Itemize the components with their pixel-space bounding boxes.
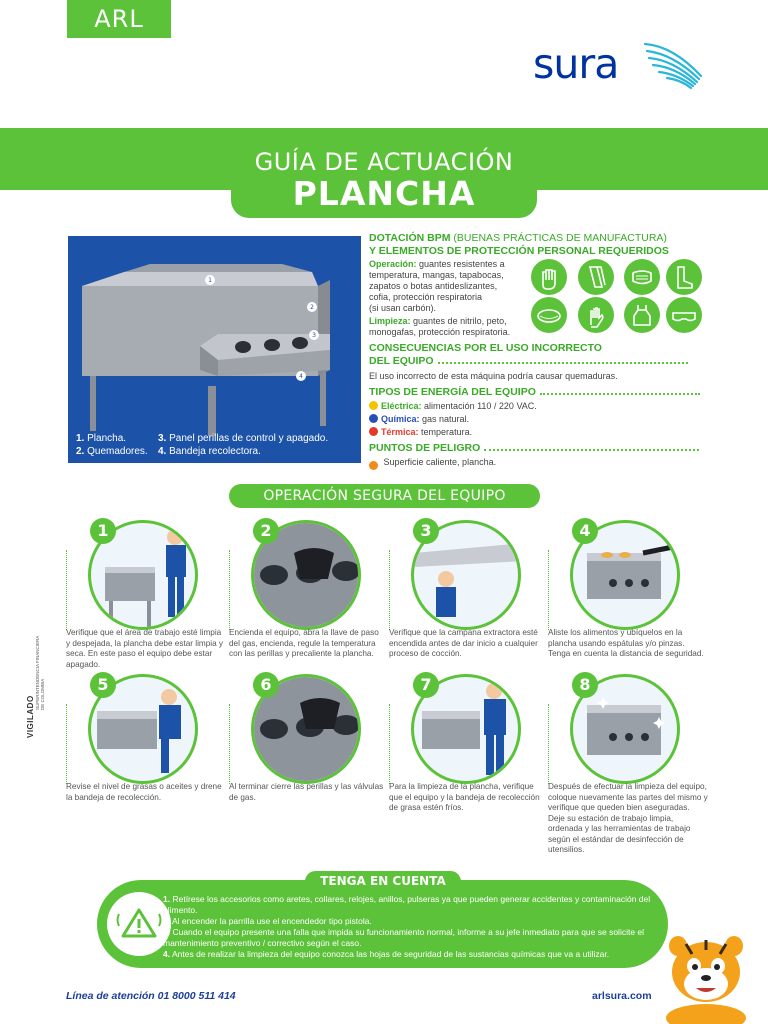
apron-icon bbox=[624, 297, 660, 333]
dotacion-heading: DOTACIÓN BPM (BUENAS PRÁCTICAS DE MANUFA… bbox=[369, 232, 667, 244]
step-4-number: 4 bbox=[572, 518, 598, 544]
tenga-en-cuenta-title: TENGA EN CUENTA bbox=[305, 871, 461, 892]
step-2-text: Encienda el equipo, abra la llave de pas… bbox=[229, 628, 379, 658]
tenga-item-4: 4. Antes de realizar la limpieza del equ… bbox=[163, 949, 610, 959]
hairnet-icon bbox=[531, 297, 567, 333]
energia-quimica: Química: gas natural. bbox=[369, 414, 702, 425]
step-2-illustration bbox=[251, 520, 361, 630]
glove-icon bbox=[531, 259, 567, 295]
operacion-text: Operación: guantes resistentes a tempera… bbox=[369, 259, 505, 313]
peligro-text: Superficie caliente, plancha. bbox=[369, 457, 702, 470]
footer-phone: Línea de atención 01 8000 511 414 bbox=[66, 990, 236, 1002]
mask-icon bbox=[624, 259, 660, 295]
wing-icon bbox=[643, 42, 703, 90]
step-3-number: 3 bbox=[413, 518, 439, 544]
title-line2: PLANCHA bbox=[292, 174, 476, 213]
step-6-text: Al terminar cierre las perillas y las vá… bbox=[229, 782, 384, 802]
step-7-number: 7 bbox=[413, 672, 439, 698]
operacion-segura-title: OPERACIÓN SEGURA DEL EQUIPO bbox=[229, 484, 540, 508]
step-2-number: 2 bbox=[253, 518, 279, 544]
brand-word: sura bbox=[533, 40, 619, 88]
marker-4: 4 bbox=[299, 373, 303, 380]
marker-1: 1 bbox=[208, 277, 212, 284]
energia-heading: TIPOS DE ENERGÍA DEL EQUIPO bbox=[369, 386, 702, 399]
consecuencias-heading-2: DEL EQUIPO bbox=[369, 355, 702, 368]
step-5-text: Revise el nivel de grasas o aceites y dr… bbox=[66, 782, 222, 802]
consecuencias-text: El uso incorrecto de esta máquina podría… bbox=[369, 371, 618, 381]
marker-2: 2 bbox=[310, 304, 314, 311]
marker-3: 3 bbox=[312, 332, 316, 339]
title-card: GUÍA DE ACTUACIÓN PLANCHA bbox=[231, 142, 537, 218]
peligro-heading: PUNTOS DE PELIGRO bbox=[369, 442, 702, 455]
boot-icon bbox=[666, 259, 702, 295]
footer-website[interactable]: arlsura.com bbox=[592, 990, 652, 1002]
limpieza-text: Limpieza: guantes de nitrilo, peto, mono… bbox=[369, 316, 511, 337]
step-8-text: Después de efectuar la limpieza del equi… bbox=[548, 782, 708, 854]
tenga-list: 1. Retírese los accesorios como aretes, … bbox=[163, 894, 653, 960]
tenga-en-cuenta-box bbox=[97, 880, 668, 968]
arl-tab: ARL bbox=[67, 0, 171, 38]
step-8-illustration bbox=[570, 674, 680, 784]
dotacion-heading-2: Y ELEMENTOS DE PROTECCIÓN PERSONAL REQUE… bbox=[369, 245, 669, 257]
step-4-text: Aliste los alimentos y ubíquelos en la p… bbox=[548, 628, 704, 658]
step-3-text: Verifique que la campana extractora esté… bbox=[389, 628, 538, 658]
tenga-item-1: 1. Retírese los accesorios como aretes, … bbox=[163, 894, 651, 915]
step-8-number: 8 bbox=[572, 672, 598, 698]
hero-legend: 1. Plancha.3. Panel perillas de control … bbox=[76, 433, 329, 457]
equipment-illustration: 1 2 3 4 1. Plancha.3. Panel perillas de … bbox=[68, 236, 361, 463]
nitrile-glove-icon bbox=[578, 297, 614, 333]
step-6-number: 6 bbox=[253, 672, 279, 698]
step-1-number: 1 bbox=[90, 518, 116, 544]
step-5-number: 5 bbox=[90, 672, 116, 698]
energia-termica: Térmica: temperatura. bbox=[369, 427, 702, 438]
tiger-mascot-icon bbox=[656, 930, 756, 1024]
consecuencias-heading: CONSECUENCIAS POR EL USO INCORRECTO bbox=[369, 342, 602, 354]
step-7-text: Para la limpieza de la plancha, verifiqu… bbox=[389, 782, 540, 812]
title-line1: GUÍA DE ACTUACIÓN bbox=[254, 148, 514, 176]
step-1-text: Verifique que el área de trabajo esté li… bbox=[66, 628, 224, 669]
warning-icon bbox=[107, 892, 171, 956]
sleeve-icon bbox=[578, 259, 614, 295]
tenga-item-2: 2. Al encender la parrilla use el encend… bbox=[163, 916, 372, 926]
goggles-icon bbox=[666, 297, 702, 333]
tenga-item-3: 3. Cuando el equipo presente una falla q… bbox=[163, 927, 645, 948]
griddle-icon: 1 2 3 4 bbox=[82, 264, 330, 436]
energia-electrica: Eléctrica: alimentación 110 / 220 VAC. bbox=[369, 401, 702, 412]
sura-logo: sura bbox=[533, 38, 708, 94]
info-column: DOTACIÓN BPM (BUENAS PRÁCTICAS DE MANUFA… bbox=[369, 232, 702, 470]
